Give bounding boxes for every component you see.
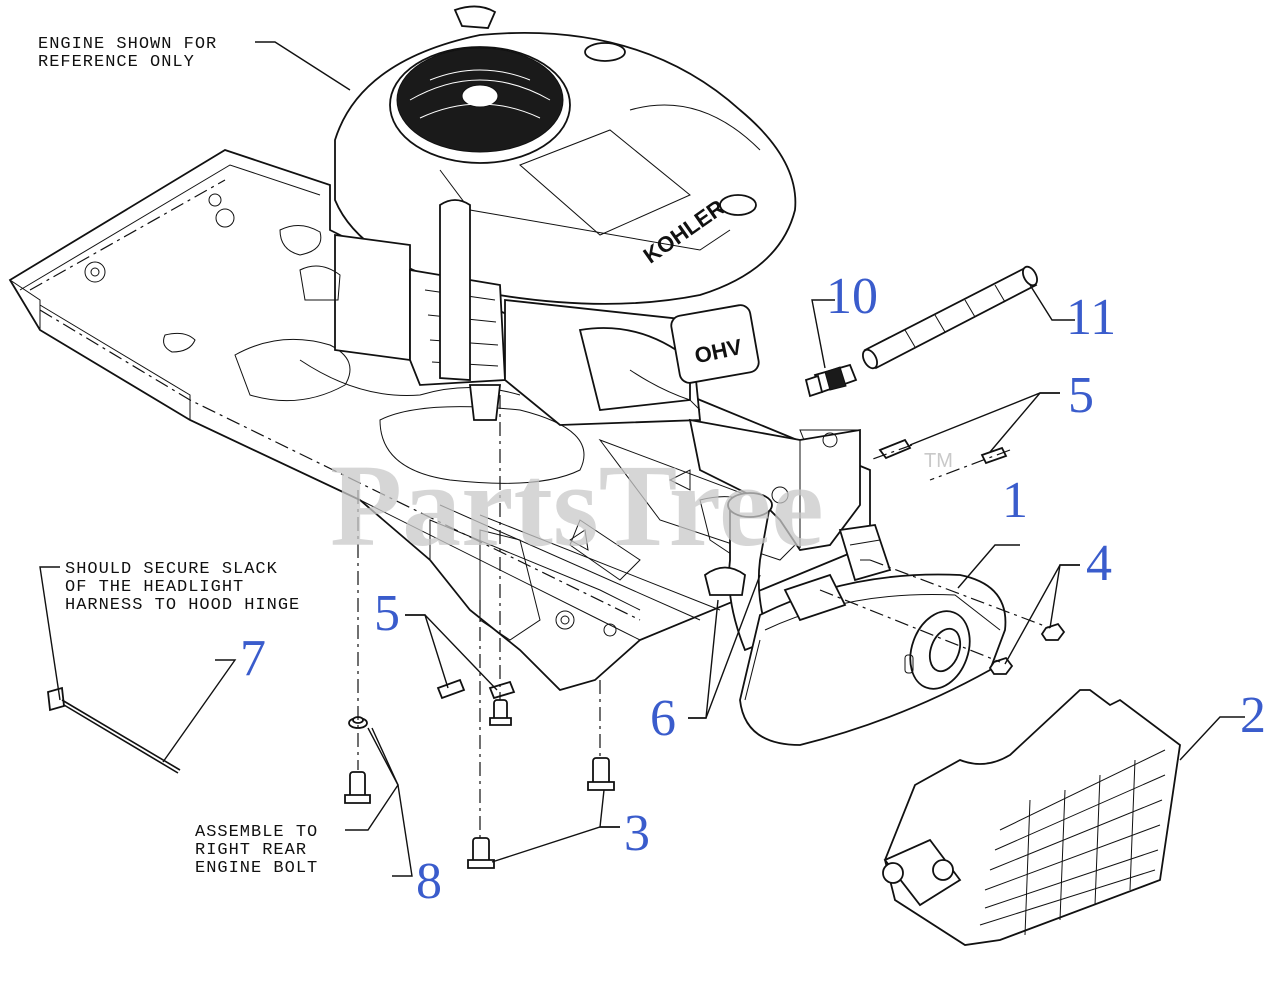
bolt-3-lower bbox=[467, 837, 495, 869]
note-engine-reference: ENGINE SHOWN FOR REFERENCE ONLY bbox=[38, 35, 217, 72]
exhaust-pipe bbox=[703, 492, 773, 652]
callout-1[interactable]: 1 bbox=[1002, 472, 1028, 529]
muffler-bracket bbox=[688, 418, 861, 551]
muffler bbox=[739, 524, 1007, 746]
cable-tie bbox=[47, 686, 181, 774]
connector-10 bbox=[804, 363, 858, 398]
nut-4-a bbox=[1040, 622, 1066, 641]
screw-5-lower-b bbox=[488, 680, 516, 700]
cable-tie-clip bbox=[348, 716, 368, 729]
assembly-lines bbox=[29, 179, 1051, 840]
bolt-under-frame bbox=[489, 699, 512, 726]
callout-8[interactable]: 8 bbox=[416, 853, 442, 910]
note-line: RIGHT REAR bbox=[195, 841, 307, 860]
watermark-trademark: TM bbox=[924, 450, 953, 472]
callout-3[interactable]: 3 bbox=[624, 805, 650, 862]
note-line: ENGINE BOLT bbox=[195, 859, 318, 878]
callout-7[interactable]: 7 bbox=[240, 630, 266, 687]
note-line: ASSEMBLE TO bbox=[195, 823, 318, 842]
bolt-3-upper bbox=[587, 757, 615, 791]
callout-5-lower[interactable]: 5 bbox=[374, 585, 400, 642]
callout-5-upper[interactable]: 5 bbox=[1068, 367, 1094, 424]
heat-shield bbox=[882, 689, 1181, 946]
note-line: HARNESS TO HOOD HINGE bbox=[65, 596, 300, 615]
note-line: SHOULD SECURE SLACK bbox=[65, 560, 278, 579]
callout-4[interactable]: 4 bbox=[1086, 535, 1112, 592]
leader-lines bbox=[39, 41, 1245, 877]
callout-2[interactable]: 2 bbox=[1240, 687, 1266, 744]
note-line: OF THE HEADLIGHT bbox=[65, 578, 244, 597]
note-assemble-bolt: ASSEMBLE TO RIGHT REAR ENGINE BOLT bbox=[195, 823, 318, 878]
note-line: ENGINE SHOWN FOR bbox=[38, 35, 217, 54]
sleeve-11 bbox=[862, 265, 1038, 370]
screw-5-lower-a bbox=[436, 678, 466, 700]
note-line: REFERENCE ONLY bbox=[38, 53, 195, 72]
note-headlight-harness: SHOULD SECURE SLACK OF THE HEADLIGHT HAR… bbox=[65, 560, 300, 615]
bolt-8 bbox=[344, 771, 371, 804]
callout-6[interactable]: 6 bbox=[650, 690, 676, 747]
screw-5-upper-b bbox=[980, 446, 1008, 465]
callout-11[interactable]: 11 bbox=[1066, 289, 1116, 346]
engine bbox=[299, 5, 797, 426]
watermark: PartsTree bbox=[330, 440, 824, 571]
callout-10[interactable]: 10 bbox=[826, 268, 878, 325]
